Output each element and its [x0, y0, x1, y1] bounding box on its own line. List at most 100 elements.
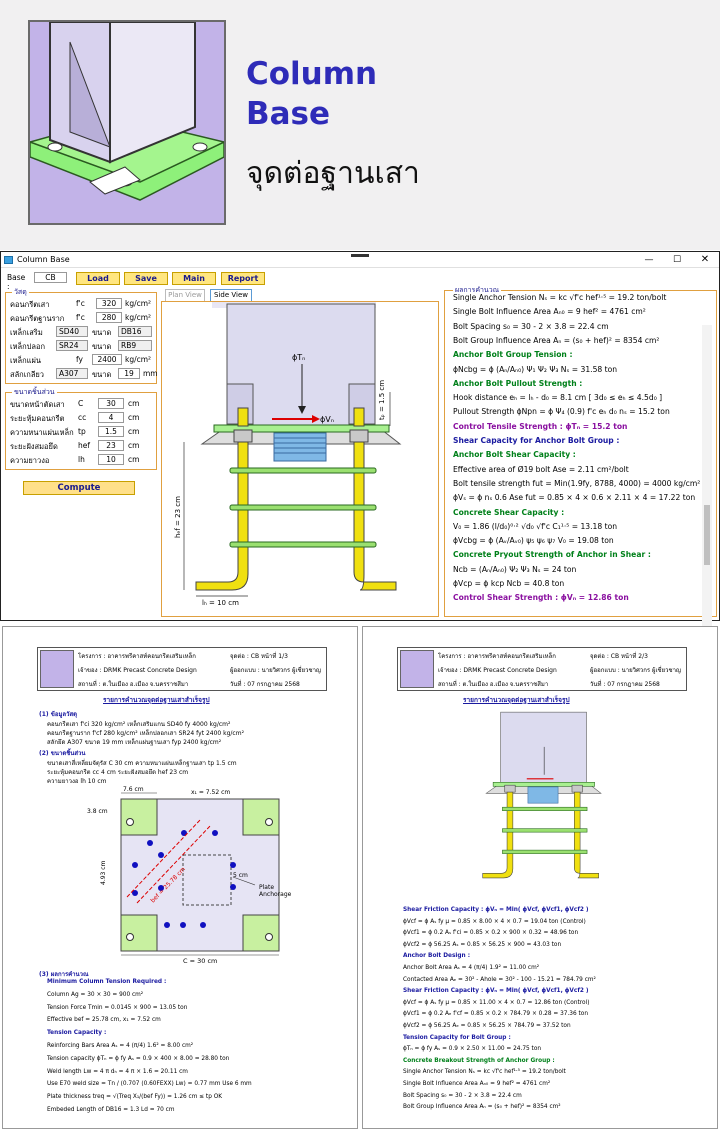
page1-mat-2: คอนกรีตฐานราก f'cf 280 kg/cm² เหล็กปลอกเ… — [47, 730, 244, 737]
calc-line: Concrete Breakout Strength of Anchor Gro… — [403, 1057, 555, 1064]
cover-label: ระยะหุ้มคอนกรีต — [10, 414, 65, 423]
calc-line: Tension capacity ϕTₙ = ϕ fy Aₛ = 0.9 × 4… — [47, 1055, 230, 1062]
rebar-grade-select[interactable]: SD40 — [56, 326, 88, 337]
result-line: Effective area of Ø19 bolt Ase = 2.11 cm… — [453, 464, 629, 474]
result-line: Single Bolt Influence Area Aₙ₀ = 9 hef² … — [453, 307, 646, 317]
column-size-input[interactable]: 30 — [98, 398, 124, 409]
results-scrollbar[interactable] — [702, 325, 712, 641]
hook-length-input[interactable]: 10 — [98, 454, 124, 465]
plan-anchorage-label: Anchorage — [259, 891, 292, 898]
calc-line: ϕTₙ = ϕ fy Aₛ = 0.9 × 2.50 × 11.00 = 24.… — [403, 1046, 542, 1053]
embed-depth-unit: cm — [128, 441, 140, 450]
hook-length-symbol: lh — [78, 455, 85, 464]
column-base-logo — [27, 20, 227, 225]
hook-length-label: ความยาวงอ — [10, 456, 50, 465]
app-subtitle: จุดต่อฐานเสา — [246, 156, 420, 191]
plan-dim-7-6: 7.6 cm — [123, 786, 144, 793]
page1-dim-1: ขนาดเสาสี่เหลี่ยมจัตุรัส C 30 cm ความหนา… — [47, 760, 237, 767]
compute-button[interactable]: Compute — [23, 481, 135, 495]
result-line: ϕVcbg = ϕ (Aᵥ/Aᵥ₀) ψ₅ ψ₆ ψ₇ V₀ = 19.08 t… — [453, 536, 614, 546]
scroll-thumb[interactable] — [704, 505, 710, 565]
page2-owner: เจ้าของ : DRMK Precast Concrete Design — [438, 667, 557, 674]
page1-section-3: (3) ผลการคำนวณ — [39, 971, 89, 978]
tp-dimension: tₚ = 1.5 cm — [378, 380, 386, 420]
page1-place: สถานที่ : ต.ในเมือง อ.เมือง จ.นครราชสีมา — [78, 681, 189, 688]
calc-line: Anchor Bolt Design : — [403, 953, 471, 960]
page1-logo — [40, 650, 74, 688]
cover-input[interactable]: 4 — [98, 412, 124, 423]
tab-plan-view[interactable]: Plan View — [165, 289, 205, 301]
tension-label: ϕTₙ — [292, 353, 305, 362]
app-banner: Column Base จุดต่อฐานเสา — [0, 0, 720, 250]
close-button[interactable]: ✕ — [700, 254, 710, 265]
lh-dimension: lₕ = 10 cm — [202, 599, 239, 607]
calc-line: ϕVcf1 = ϕ 0.2 Aₑ f'cf = 0.85 × 0.2 × 784… — [403, 1011, 589, 1018]
main-window: Column Base — ☐ ✕ Base : CB Load Save Ma… — [0, 251, 720, 641]
calc-line: Effective bef = 25.78 cm, x₁ = 7.52 cm — [47, 1017, 161, 1024]
bolt-size-input[interactable]: 19 — [118, 368, 140, 379]
embed-depth-symbol: hef — [78, 441, 91, 450]
page2-project: โครงการ : อาคารพรีคาสท์คอนกรีตเสริมเหล็ก — [438, 653, 556, 660]
calc-line: Weld length Lw = 4 π dₕ = 4 π × 1.6 = 20… — [47, 1068, 188, 1075]
main-button[interactable]: Main — [172, 272, 216, 285]
base-input[interactable]: CB — [34, 272, 67, 283]
page1-mat-1: คอนกรีตเสา f'ci 320 kg/cm² เหล็กเสริมแกน… — [47, 721, 231, 728]
page1-section-1: (1) ข้อมูลวัสดุ — [39, 711, 78, 718]
bolt-size-label: ขนาด — [92, 370, 112, 379]
plate-input[interactable]: 2400 — [92, 354, 122, 365]
plate-thickness-label: ความหนาแผ่นเหล็ก — [10, 428, 74, 437]
drag-handle[interactable] — [351, 254, 369, 257]
material-group: วัสดุ คอนกรีตเสา f'c 320 kg/cm² คอนกรีตฐ… — [5, 287, 158, 384]
concrete-column-input[interactable]: 320 — [96, 298, 122, 309]
save-button[interactable]: Save — [124, 272, 168, 285]
column-size-symbol: C — [78, 399, 84, 408]
sleeve-grade-select[interactable]: SR24 — [56, 340, 88, 351]
result-line: Anchor Bolt Group Tension : — [453, 350, 573, 360]
page1-date: วันที่ : 07 กรกฎาคม 2568 — [230, 681, 300, 688]
report-page-1: โครงการ : อาคารพรีคาสท์คอนกรีตเสริมเหล็ก… — [2, 626, 358, 1129]
result-line: ϕNcbg = ϕ (Aₙ/Aₙ₀) Ψ₁ Ψ₂ Ψ₃ Nₛ = 31.58 t… — [453, 364, 618, 374]
calc-line: Anchor Bolt Area Aₛ = 4 (π/4) 1.9² = 11.… — [403, 965, 540, 971]
page2-logo — [400, 650, 434, 688]
load-button[interactable]: Load — [76, 272, 120, 285]
sleeve-size-label: ขนาด — [92, 342, 112, 351]
minimize-button[interactable]: — — [644, 255, 654, 265]
result-line: Control Shear Strength : ϕVₙ = 12.86 ton — [453, 593, 629, 603]
plate-thickness-input[interactable]: 1.5 — [98, 426, 124, 437]
shear-label: ϕVₙ — [320, 415, 334, 424]
calc-line: Tension Capacity : — [47, 1030, 107, 1037]
rebar-size-select[interactable]: DB16 — [118, 326, 152, 337]
tab-side-view[interactable]: Side View — [210, 289, 252, 301]
page1-header: โครงการ : อาคารพรีคาสท์คอนกรีตเสริมเหล็ก… — [37, 647, 327, 691]
bolt-label: สลักเกลียว — [10, 370, 45, 379]
calc-line: Tension Force Tmin = 0.0145 × 900 = 13.0… — [47, 1004, 188, 1011]
page1-mat-3: สลักยึด A307 ขนาด 19 mm เหล็กแผ่นฐานเสา … — [47, 739, 222, 746]
page1-dim-3: ความยาวงอ lh 10 cm — [47, 778, 107, 785]
bolt-grade-select[interactable]: A307 — [56, 368, 88, 379]
result-line: V₀ = 1.86 (l/d₀)⁰·² √d₀ √f'c C₁¹·⁵ = 13.… — [453, 521, 618, 531]
result-line: Pullout Strength ϕNpn = ϕ Ψ₄ (0.9) f'c e… — [453, 407, 670, 417]
page1-section-2: (2) ขนาดชิ้นส่วน — [39, 750, 86, 757]
report-button[interactable]: Report — [221, 272, 265, 285]
sleeve-label: เหล็กปลอก — [10, 342, 46, 351]
concrete-footing-input[interactable]: 280 — [96, 312, 122, 323]
results-panel: ผลการคำนวณ Single Anchor Tension Nₛ = kc… — [444, 285, 717, 641]
bolt-size-unit: mm — [143, 369, 158, 378]
calc-line: Plate thickness treq = √(Treq X₁/(bef Fy… — [47, 1094, 223, 1101]
maximize-button[interactable]: ☐ — [672, 255, 682, 265]
plate-thickness-unit: cm — [128, 427, 140, 436]
concrete-footing-unit: kg/cm² — [125, 313, 152, 322]
embed-depth-input[interactable]: 23 — [98, 440, 124, 451]
drawing-panel: ϕTₙ ϕVₙ tₚ = 1.5 cm hₑf = 23 cm lₕ = 10 … — [161, 301, 439, 617]
page2-joint: จุดต่อ : CB หน้าที่ 2/3 — [590, 653, 648, 660]
base-label: Base : — [7, 273, 26, 291]
calc-line: ϕVcf = ϕ Aₛ fy μ = 0.85 × 11.00 × 4 × 0.… — [403, 999, 590, 1006]
result-line: Bolt tensile strength fut = Min(1.9fy, 8… — [453, 478, 701, 488]
material-group-title: วัสดุ — [12, 287, 29, 298]
concrete-footing-symbol: f'c — [76, 313, 85, 322]
sleeve-size-select[interactable]: RB9 — [118, 340, 152, 351]
page2-side-view — [482, 711, 602, 879]
cover-unit: cm — [128, 413, 140, 422]
calc-line: Use E70 weld size = Tn / (0.707 (0.60FEX… — [47, 1081, 252, 1088]
page1-designer: ผู้ออกแบบ : นายวิศวกร ผู้เชี่ยวชาญ — [230, 667, 322, 674]
